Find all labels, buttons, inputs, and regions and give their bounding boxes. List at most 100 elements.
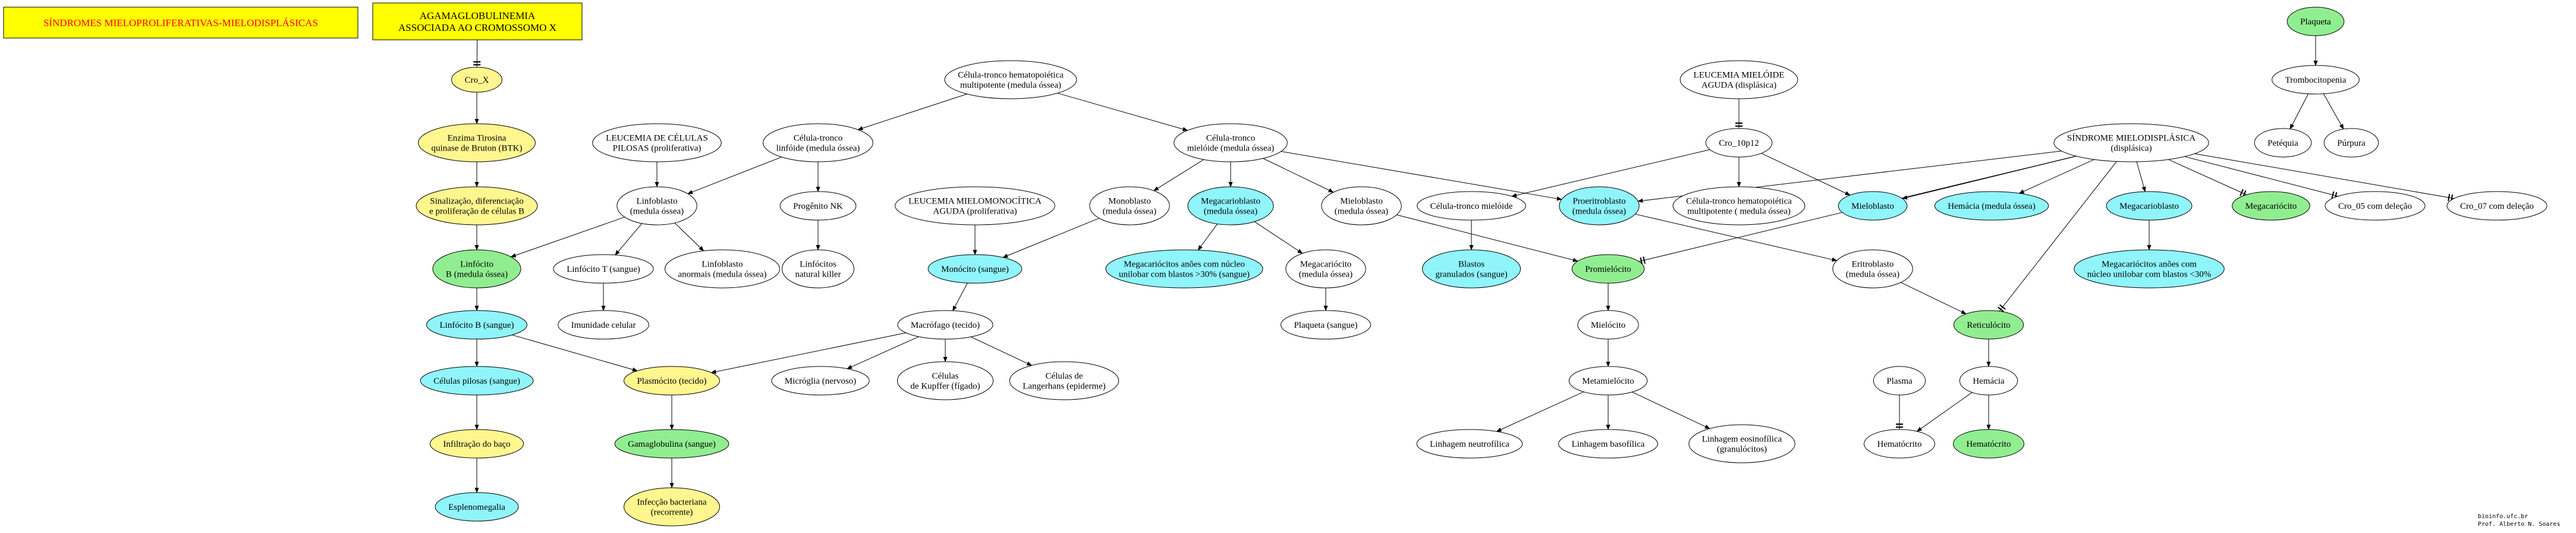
node-shape	[1934, 191, 2049, 221]
credits: bioinfo.ufc.br Prof. Alberto N. Soares	[2478, 513, 2560, 528]
node-label: Célula-tronco mielóide	[1430, 202, 1513, 211]
edge-megacarioblasto1-to-megacariocito-med	[1254, 221, 1303, 254]
node-label: Eritroblasto	[1852, 260, 1894, 269]
node-reticulocito: Reticulócito	[1953, 310, 2024, 340]
node-label: (medula óssea)	[1103, 207, 1156, 217]
edge-line	[2136, 161, 2146, 192]
node-shape	[2053, 123, 2209, 162]
edge-line	[1002, 218, 1100, 258]
node-label: anormais (medula óssea)	[678, 270, 766, 280]
node-hemacia-med: Hemácia (medula óssea)	[1934, 191, 2049, 221]
edge-line	[1396, 214, 1578, 262]
node-label: LEUCEMIA DE CÉLULAS	[606, 133, 708, 143]
edges-layer	[473, 36, 2455, 493]
node-label: Célula-tronco hematopoiética	[1686, 197, 1792, 206]
node-prog-nk: Progênito NK	[779, 191, 857, 221]
node-shape	[1953, 310, 2024, 340]
node-cro-05: Cro_05 com deleção	[2325, 191, 2426, 221]
node-label: Hematócrito	[1967, 440, 2011, 449]
edge-linfoblasto-to-linfo-anorm	[674, 222, 704, 252]
edge-line	[510, 217, 625, 258]
edge-tee-bar	[1640, 257, 1643, 265]
node-shape	[429, 429, 524, 459]
edge-tee-bar	[1999, 304, 2006, 310]
node-lin-eosino: Linhagem eosinofílica(granulócitos)	[1688, 424, 1795, 463]
edge-line	[1153, 159, 1204, 192]
edge-line	[1916, 392, 1973, 432]
node-label: Linfócito T (sangue)	[567, 265, 640, 274]
node-label: multipotente (medula óssea)	[960, 81, 1061, 90]
node-mieloblasto-med: Mieloblasto(medula óssea)	[1321, 186, 1402, 225]
node-label: Cro_10p12	[1719, 139, 1759, 148]
node-label: Linhagem neutrofílica	[1430, 440, 1509, 449]
node-shape	[2446, 191, 2547, 221]
edge-metamielocito-to-lin-eosino	[1632, 391, 1710, 429]
node-label: e proliferação de células B	[429, 207, 524, 217]
title-label: SÍNDROMES MIELOPROLIFERATIVAS-MIELODISPL…	[43, 17, 318, 29]
node-label: LEUCEMIA MIELOMONOCÍTICA	[908, 196, 1042, 206]
edge-eritroblasto-to-reticulocito	[1901, 282, 1967, 315]
edge-sind-mielo-to-reticulocito	[1998, 161, 2117, 312]
node-label: Plaqueta (sangue)	[1294, 321, 1357, 330]
node-label: Plaqueta	[2300, 17, 2331, 27]
edge-ct-hemato-to-ct-linf	[857, 93, 967, 130]
node-shape	[895, 186, 1055, 225]
node-label: Monócito (sangue)	[941, 265, 1009, 274]
node-label: Petéquia	[2267, 139, 2298, 148]
node-metamielocito: Metamielócito	[1568, 366, 1648, 396]
edge-tromboc-to-purpura	[2323, 93, 2344, 130]
node-imun: Imunidade celular	[558, 310, 649, 340]
node-label: Células pilosas (sangue)	[433, 377, 520, 386]
node-shape	[944, 60, 1077, 99]
node-cro-10p12: Cro_10p12	[1705, 128, 1773, 158]
node-label: Cro_05 com deleção	[2338, 202, 2412, 211]
node-shape	[771, 366, 870, 396]
edge-cro-10p12-to-mieloblasto2	[1761, 153, 1851, 196]
node-label: granulados (sangue)	[1435, 270, 1507, 280]
node-shape	[2074, 249, 2225, 289]
node-hematocrito2: Hematócrito	[1953, 429, 2024, 459]
node-shape	[1832, 249, 1913, 289]
node-shape	[1688, 424, 1795, 463]
edge-tee-bar	[2331, 191, 2335, 199]
node-label: Promielócito	[1585, 265, 1631, 274]
credit-author: Prof. Alberto N. Soares	[2478, 521, 2561, 528]
edge-leuc-mieloide-to-cro-10p12	[1735, 99, 1743, 128]
node-label: AGUDA (proliferativa)	[933, 207, 1017, 217]
node-shape	[2254, 128, 2312, 158]
node-microglia: Micróglia (nervoso)	[771, 366, 870, 396]
node-label: Linfoblasto	[636, 197, 677, 206]
edge-sind-mielo-to-hemacia-med	[2018, 159, 2094, 194]
edge-hemacia-to-hematocrito1	[1916, 392, 1973, 432]
node-shape	[1571, 254, 1645, 284]
edge-monoblasto-to-monocito	[1002, 218, 1100, 258]
edge-macrofago-to-plasmocito	[710, 333, 906, 374]
node-label: Megacariócito	[2245, 202, 2297, 211]
node-label: Proeritroblasto	[1572, 197, 1625, 206]
node-megac-anoes1: Megacariócitos anões com núcleounilobar …	[1105, 249, 1263, 289]
edge-line	[710, 333, 906, 374]
node-label: Linhagem basofílica	[1572, 440, 1645, 449]
node-shape	[927, 254, 1023, 284]
edge-line	[1057, 93, 1188, 131]
node-shape	[558, 310, 649, 340]
edge-line	[1281, 151, 1562, 201]
node-shape	[553, 254, 654, 284]
node-label: Linhagem eosinofílica	[1702, 435, 1782, 444]
edge-line	[1263, 158, 1334, 193]
edge-title2-to-cro-x	[473, 39, 481, 68]
edge-mieloblasto-med-to-promielocito	[1396, 214, 1578, 262]
node-label: Megacarioblasto	[2119, 202, 2179, 211]
edge-tee-bar	[2240, 189, 2244, 196]
node-shape	[416, 186, 538, 225]
title-box-shape	[3, 7, 358, 39]
node-ct-hemato2: Célula-tronco hematopoiéticamultipotente…	[1672, 186, 1806, 225]
